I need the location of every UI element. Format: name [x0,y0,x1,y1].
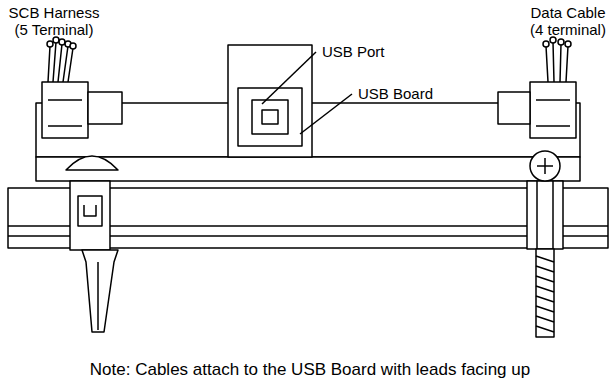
right-connector-part [546,42,568,82]
right-screw-part [552,181,554,249]
right-connector-part [558,39,564,45]
left-connector [42,37,122,138]
part-label: USB Port [322,43,385,60]
right-screw-part [536,249,554,337]
left-connector-part [47,41,53,47]
leader-lines [262,52,352,134]
left-standoff-part [70,181,110,250]
right-connector-part [530,82,576,138]
circuit-board-part [36,157,580,181]
left-standoff-part [66,156,118,170]
right-connector [498,37,576,138]
usb-port [228,45,312,157]
right-screw-part [530,151,560,181]
left-connector-part [88,92,122,124]
left-connector-part [48,42,73,82]
left-standoff [66,156,118,332]
left-connector-part [59,39,65,45]
usb-port-part [262,110,278,124]
left-connector-part [48,125,82,127]
usb-port-part [228,45,312,157]
cable-label: Data Cable (4 terminal) [524,4,612,38]
harness-label: SCB Harness (5 Terminal) [2,4,106,38]
right-screw-part [527,181,563,249]
left-connector-part [48,99,82,101]
right-screw [527,151,563,337]
leader-line [262,52,316,104]
part-label: USB Board [358,85,433,102]
left-connector-part [70,43,76,49]
left-connector-part [42,82,88,138]
left-standoff-part [97,262,99,330]
left-standoff-part [84,205,96,216]
right-screw-part [536,181,538,249]
right-screw-part [544,158,546,174]
left-standoff-part [82,250,118,332]
left-standoff-part [78,196,102,226]
right-connector-part [565,41,571,47]
right-connector-part [536,125,570,127]
right-screw-part [536,256,554,332]
right-connector-part [536,99,570,101]
right-connector-part [543,41,549,47]
note-text: Note: Cables attach to the USB Board wit… [2,360,616,379]
right-connector-part [498,92,530,124]
usb-port-part [252,100,288,134]
leader-line [300,94,352,134]
